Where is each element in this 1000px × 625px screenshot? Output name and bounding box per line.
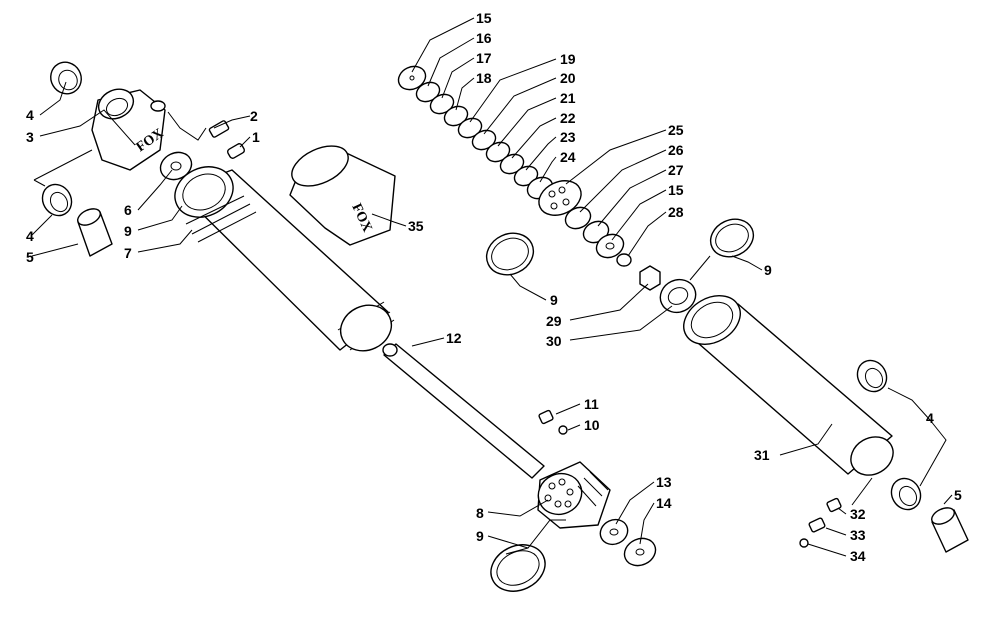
- ball-part-10: [558, 425, 568, 435]
- sleeve-part-5-left: [77, 208, 113, 257]
- valve-cap-part-1: [226, 143, 246, 159]
- callout-5-left: 5: [26, 249, 34, 265]
- callout-14: 14: [656, 495, 672, 511]
- callout-9-left: 9: [124, 223, 132, 239]
- callout-26: 26: [668, 142, 684, 158]
- callout-18: 18: [476, 70, 492, 86]
- callout-25: 25: [668, 122, 684, 138]
- callout-31: 31: [754, 447, 770, 463]
- callout-9-right: 9: [764, 262, 772, 278]
- seal-head-part-30: [659, 278, 697, 314]
- seal-ring-part-9-bottom: [490, 544, 546, 592]
- plug-part-32: [826, 497, 842, 513]
- nut-part-29: [639, 265, 661, 291]
- callout-34: 34: [850, 548, 866, 564]
- callout-29: 29: [546, 313, 562, 329]
- washer-part-28: [616, 253, 632, 267]
- callout-28: 28: [668, 204, 684, 220]
- valve-part-33: [808, 517, 826, 533]
- seal-ring-part-9-middle: [485, 232, 535, 276]
- body-tube-part-31: [683, 295, 894, 476]
- piston-part-8: [537, 461, 611, 529]
- callout-4-lower-left: 4: [26, 228, 34, 244]
- cap-part-35: FOX: [289, 145, 396, 246]
- callout-30: 30: [546, 333, 562, 349]
- washer-part-15-lower: [595, 233, 625, 259]
- piston-part-25: [538, 180, 582, 216]
- callout-2: 2: [250, 108, 258, 124]
- callout-7: 7: [124, 245, 132, 261]
- callout-17: 17: [476, 50, 492, 66]
- callout-labels: 4 3 4 5 2 1 6 9 7 35 12 11 10 8 9 13 14 …: [26, 10, 962, 564]
- bushing-part-4-lower-left: [41, 183, 73, 217]
- callout-24: 24: [560, 149, 576, 165]
- eyelet-body-part-3: FOX: [91, 88, 167, 171]
- callout-9-bottom: 9: [476, 528, 484, 544]
- bushing-part-4-right-upper: [856, 359, 888, 393]
- leader-lines: [31, 17, 953, 557]
- callout-1: 1: [252, 129, 260, 145]
- valve-part-2: [208, 120, 230, 138]
- callout-27: 27: [668, 162, 684, 178]
- callout-35: 35: [408, 218, 424, 234]
- callout-4-right: 4: [926, 410, 934, 426]
- callout-33: 33: [850, 527, 866, 543]
- shaft-part-12: [382, 343, 545, 479]
- callout-6: 6: [124, 202, 132, 218]
- bushing-part-4-upper: [50, 61, 82, 95]
- callout-10: 10: [584, 417, 600, 433]
- ball-part-34: [799, 538, 809, 548]
- callout-16: 16: [476, 30, 492, 46]
- callout-11: 11: [584, 396, 599, 412]
- callout-5-right: 5: [954, 487, 962, 503]
- callout-15-top: 15: [476, 10, 492, 26]
- callout-3: 3: [26, 129, 34, 145]
- body-tube-part-7: [174, 166, 395, 352]
- callout-22: 22: [560, 110, 576, 126]
- callout-4-upper: 4: [26, 107, 34, 123]
- callout-12: 12: [446, 330, 462, 346]
- washer-part-13: [599, 518, 629, 546]
- washer-part-26: [564, 206, 592, 230]
- plug-part-11: [538, 409, 554, 425]
- callout-13: 13: [656, 474, 672, 490]
- callout-15-lower: 15: [668, 182, 684, 198]
- bushing-part-4-right-lower: [890, 477, 922, 511]
- washer-part-6: [159, 151, 193, 181]
- washer-part-14: [623, 537, 657, 567]
- callout-9-middle: 9: [550, 292, 558, 308]
- callout-23: 23: [560, 129, 576, 145]
- callout-32: 32: [850, 506, 866, 522]
- seal-ring-part-9-right: [709, 218, 755, 258]
- callout-19: 19: [560, 51, 576, 67]
- callout-20: 20: [560, 70, 576, 86]
- callout-8: 8: [476, 505, 484, 521]
- callout-21: 21: [560, 90, 576, 106]
- sleeve-part-5-right: [931, 507, 969, 553]
